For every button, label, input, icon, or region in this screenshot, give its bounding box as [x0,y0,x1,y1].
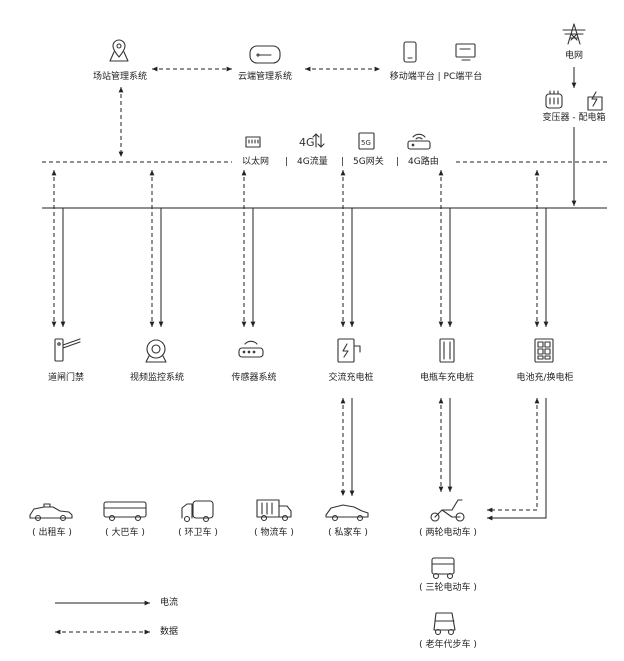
platform-label: 移动端平台 | PC端平台 [389,72,483,82]
network-sep-2: | [341,157,345,167]
icon-5g-text: 5G [361,139,371,147]
mobility-car-icon [433,612,456,636]
vehicle-label-e-scooter: ( 两轮电动车 ) [419,528,477,538]
router-4g-label: 4G路由 [408,157,439,167]
logistics-truck-icon [256,499,292,522]
legend-data-label: 数据 [160,627,179,637]
column-battery-cabinet [534,170,549,327]
ebike-charger-to-scooter [438,398,453,492]
device-label-ebike-charger: 电瓶车充电桩 [419,373,475,383]
battery-cabinet-to-scooter [487,398,547,521]
vehicle-label-logistics: ( 物流车 ) [254,528,294,538]
vehicle-label-e-tricycle: ( 三轮电动车 ) [419,583,477,593]
gateway-5g-icon [358,132,375,150]
taxi-icon [29,503,73,522]
sanitation-truck-icon [181,500,214,523]
gateway-5g-label: 5G网关 [353,157,384,167]
column-ebike-charger [438,170,453,327]
power-tower-icon [562,23,586,45]
vehicle-label-mobility-car: ( 老年代步车 ) [419,640,477,650]
vehicle-label-sanitation: ( 环卫车 ) [178,528,218,538]
legend-current-label: 电流 [160,598,179,608]
signal-4g-icon [312,133,325,148]
sensor-icon [238,340,264,358]
vehicle-label-private-car: ( 私家车 ) [328,528,368,538]
transformer-icon [545,90,563,109]
column-sensor [241,170,256,327]
device-label-barrier: 道闸门禁 [47,373,85,383]
e-tricycle-icon [431,557,455,580]
ac-charger-icon [337,338,361,363]
cloud-system-label: 云端管理系统 [237,72,293,82]
icon-4g-text: 4G [299,136,315,149]
distribution-box-icon [587,91,603,111]
barrier-gate-icon [54,338,81,362]
vehicle-label-taxi: ( 出租车 ) [32,528,72,538]
private-car-icon [325,504,369,522]
e-scooter-icon [430,499,465,522]
ethernet-icon [245,136,261,148]
column-barrier [51,170,66,327]
router-4g-icon [407,133,431,150]
ac-charger-to-private-car [340,398,355,496]
network-sep-3: | [396,157,400,167]
cloud-icon [249,45,281,64]
transformer-label: 变压器 - 配电箱 [542,113,606,123]
bus-icon [103,501,147,522]
camera-icon [145,339,167,363]
network-sep-1: | [285,157,289,167]
ethernet-label: 以太网 [242,157,270,167]
device-label-camera: 视频监控系统 [129,373,185,383]
column-camera [149,170,164,327]
device-label-sensor: 传感器系统 [231,373,277,383]
grid-label: 电网 [564,51,584,61]
device-label-battery-cabinet: 电池充/换电柜 [516,373,574,383]
ebike-charger-icon [439,338,455,363]
battery-cabinet-icon [534,338,554,363]
vehicle-label-bus: ( 大巴车 ) [105,528,145,538]
mobile-icon [403,41,417,63]
column-ac-charger [340,170,355,327]
flow-4g-label: 4G流量 [297,157,328,167]
pc-icon [455,43,476,61]
device-label-ac-charger: 交流充电桩 [328,373,374,383]
site-system-label: 场站管理系统 [92,72,148,82]
site-location-icon [109,39,129,62]
